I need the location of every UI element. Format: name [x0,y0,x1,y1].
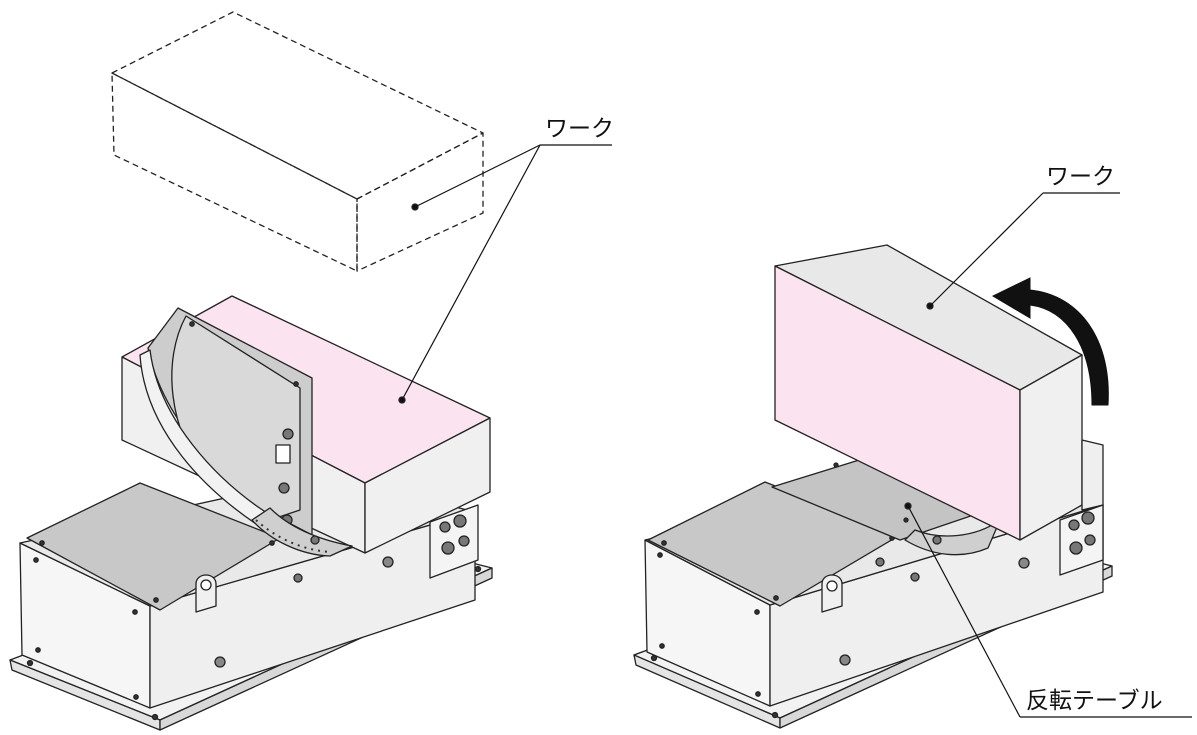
workpiece-outline-dashed [111,11,484,272]
label-work-right: ワーク [1046,164,1115,190]
left-connector-panel [429,504,479,579]
left-leader-lines [401,144,612,401]
label-flip-table: 反転テーブル [1026,688,1163,714]
label-work-left: ワーク [545,116,614,142]
left-assembly [9,11,493,731]
right-workpiece [774,244,1083,541]
rotation-arrow [991,277,1109,406]
right-leader-lines [907,192,1192,718]
right-end-block [1059,439,1104,576]
right-assembly [633,244,1113,729]
left-indexing-disc [251,507,353,557]
